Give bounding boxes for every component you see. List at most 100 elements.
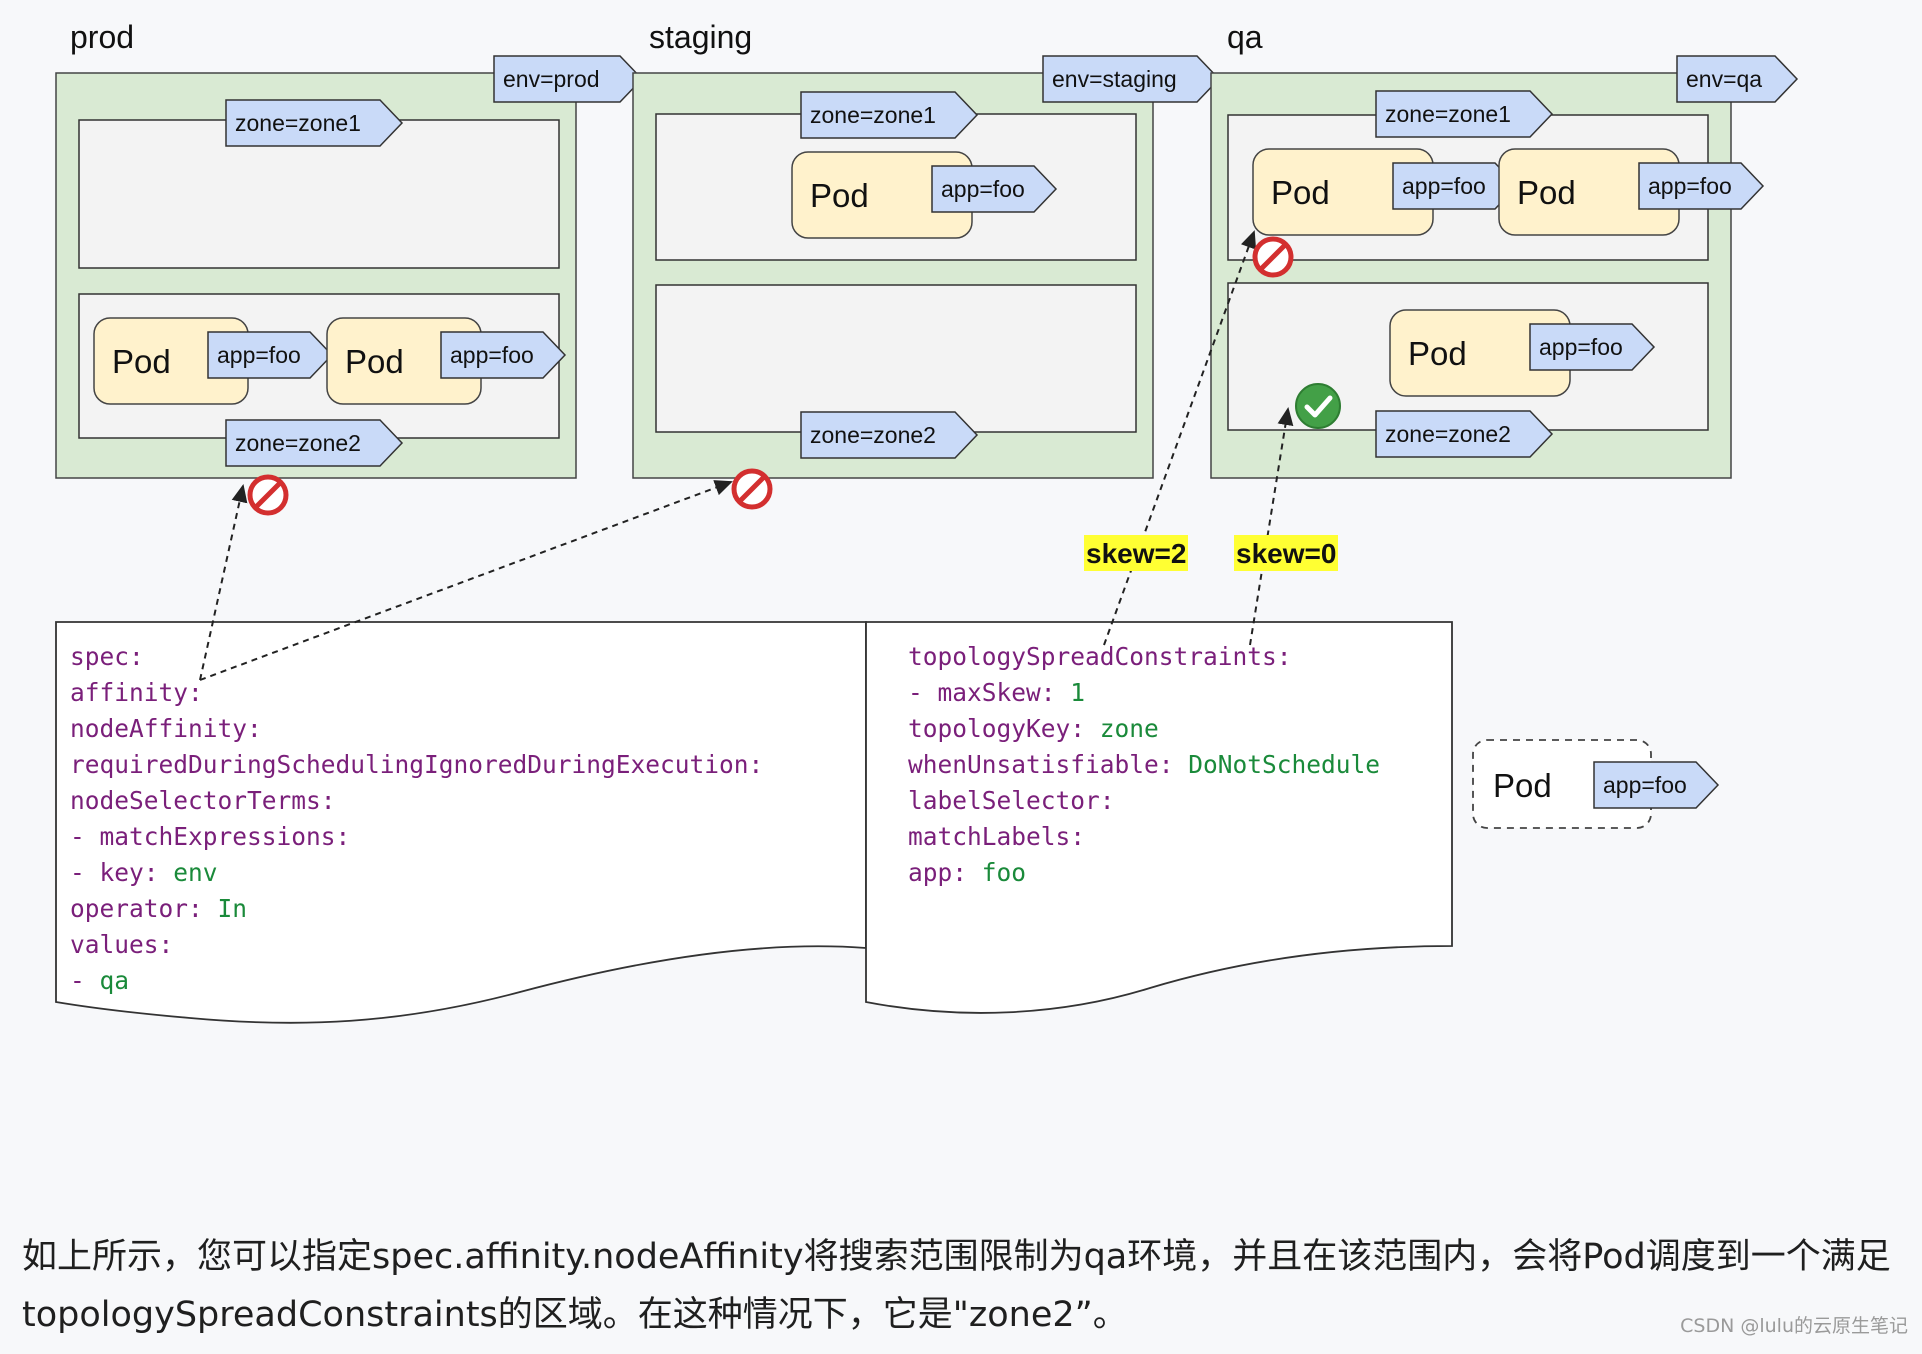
skew-highlight bbox=[1084, 535, 1188, 571]
pod-qa-1-2: Pod app=foo bbox=[1498, 148, 1765, 236]
yaml-key: - maxSkew: bbox=[908, 678, 1070, 707]
pod-qa-1-2-label-text: app=foo bbox=[1648, 173, 1732, 199]
yaml-value: qa bbox=[100, 966, 130, 995]
blocked-slash bbox=[254, 481, 282, 509]
pod-prod-2-1-label-shape bbox=[207, 331, 334, 379]
pod-staging-1-1-label-text: app=foo bbox=[941, 176, 1025, 202]
arrow-to-qa-zone1 bbox=[1103, 230, 1257, 646]
zone-tag-staging-1-text: zone=zone1 bbox=[810, 102, 936, 128]
env-tag-staging-text: env=staging bbox=[1052, 66, 1177, 92]
spread-yaml-doc-line: topologyKey: zone bbox=[908, 714, 1159, 743]
affinity-yaml-doc-line: - key: env bbox=[70, 858, 218, 887]
zone-box-staging-2 bbox=[655, 284, 1137, 433]
skew-highlight bbox=[1234, 535, 1338, 571]
zone-tag-prod-2: zone=zone2 bbox=[225, 419, 404, 467]
blocked-slash bbox=[1259, 243, 1287, 271]
check-icon bbox=[1295, 383, 1341, 429]
yaml-key: requiredDuringSchedulingIgnoredDuringExe… bbox=[70, 750, 763, 779]
env-title-prod: prod bbox=[70, 19, 134, 55]
skew-label: skew=0 bbox=[1234, 535, 1338, 571]
zone-tag-prod-1-text: zone=zone1 bbox=[235, 110, 361, 136]
affinity-yaml-doc-line: nodeAffinity: bbox=[70, 714, 262, 743]
pod-staging-1-1-text: Pod bbox=[810, 177, 869, 214]
affinity-yaml-doc-line: spec: bbox=[70, 642, 144, 671]
env-tag-prod-text: env=prod bbox=[503, 66, 600, 92]
incoming-pod: Pod app=foo bbox=[1472, 739, 1720, 829]
zone-tag-staging-1-shape bbox=[800, 91, 979, 139]
yaml-key: nodeSelectorTerms: bbox=[70, 786, 336, 815]
affinity-yaml-doc-line: - qa bbox=[70, 966, 129, 995]
pod-prod-2-2-label-shape bbox=[440, 331, 567, 379]
yaml-key: nodeAffinity: bbox=[70, 714, 262, 743]
env-title-qa: qa bbox=[1227, 19, 1263, 55]
yaml-key: - bbox=[70, 966, 100, 995]
env-tag-qa-shape bbox=[1676, 55, 1799, 103]
zone-tag-qa-2-shape bbox=[1375, 410, 1554, 458]
zone-tag-staging-2-shape bbox=[800, 411, 979, 459]
pod-qa-2-1-text: Pod bbox=[1408, 335, 1467, 372]
pod-prod-2-2-text: Pod bbox=[345, 343, 404, 380]
pod-prod-2-1-label-text: app=foo bbox=[217, 342, 301, 368]
yaml-key: topologyKey: bbox=[908, 714, 1100, 743]
env-tag-qa-text: env=qa bbox=[1686, 66, 1762, 92]
pod-qa-1-1-label-text: app=foo bbox=[1402, 173, 1486, 199]
yaml-value: zone bbox=[1100, 714, 1159, 743]
incoming-pod-label-text: app=foo bbox=[1603, 772, 1687, 798]
pod-qa-2-1-label: app=foo bbox=[1529, 323, 1656, 371]
pod-qa-2-1: Pod app=foo bbox=[1389, 309, 1656, 397]
pod-prod-2-2-label: app=foo bbox=[440, 331, 567, 379]
env-title-staging: staging bbox=[649, 19, 752, 55]
yaml-key: - key: bbox=[70, 858, 173, 887]
spread-yaml-doc-line: labelSelector: bbox=[908, 786, 1115, 815]
affinity-yaml-doc-line: requiredDuringSchedulingIgnoredDuringExe… bbox=[70, 750, 763, 779]
affinity-yaml-doc-line: operator: In bbox=[70, 894, 247, 923]
yaml-key: - matchExpressions: bbox=[70, 822, 350, 851]
pod-prod-2-1-label: app=foo bbox=[207, 331, 334, 379]
affinity-yaml-doc: spec: affinity: nodeAffinity: requiredDu… bbox=[55, 621, 867, 1024]
pod-staging-1-1: Pod app=foo bbox=[791, 151, 1058, 239]
arrow-to-prod bbox=[199, 484, 248, 681]
arrow-to-qa-zone2 bbox=[1249, 407, 1294, 646]
watermark: CSDN @lulu的云原生笔记 bbox=[1680, 1315, 1908, 1337]
spread-yaml-doc-shape bbox=[865, 621, 1453, 1014]
env-tag-qa: env=qa bbox=[1676, 55, 1799, 103]
zone-tag-staging-2-text: zone=zone2 bbox=[810, 422, 936, 448]
spread-yaml-doc-line: - maxSkew: 1 bbox=[908, 678, 1085, 707]
yaml-value: env bbox=[173, 858, 217, 887]
yaml-key: labelSelector: bbox=[908, 786, 1115, 815]
spread-yaml-doc-line: topologySpreadConstraints: bbox=[908, 642, 1292, 671]
incoming-pod-text: Pod bbox=[1493, 767, 1552, 804]
spread-yaml-doc: topologySpreadConstraints: - maxSkew: 1 t… bbox=[865, 621, 1453, 1014]
zone-tag-prod-2-shape bbox=[225, 419, 404, 467]
zone-tag-qa-2-text: zone=zone2 bbox=[1385, 421, 1511, 447]
spread-yaml-doc-line: app: foo bbox=[908, 858, 1026, 887]
pod-staging-1-1-label-shape bbox=[931, 165, 1058, 213]
blocked-icon bbox=[731, 468, 773, 510]
affinity-yaml-doc-shape bbox=[55, 621, 867, 1024]
pod-qa-2-1-label-text: app=foo bbox=[1539, 334, 1623, 360]
affinity-yaml-doc-line: affinity: bbox=[70, 678, 203, 707]
affinity-yaml-doc-line: - matchExpressions: bbox=[70, 822, 350, 851]
env-tag-staging-shape bbox=[1042, 55, 1221, 103]
pod-qa-1-1-label: app=foo bbox=[1392, 162, 1519, 210]
yaml-key: operator: bbox=[70, 894, 218, 923]
pod-qa-1-2-text: Pod bbox=[1517, 174, 1576, 211]
yaml-value: In bbox=[218, 894, 248, 923]
yaml-key: affinity: bbox=[70, 678, 203, 707]
yaml-key: matchLabels: bbox=[908, 822, 1085, 851]
spread-yaml-doc-line: matchLabels: bbox=[908, 822, 1085, 851]
yaml-value: 1 bbox=[1070, 678, 1085, 707]
zone-tag-qa-2: zone=zone2 bbox=[1375, 410, 1554, 458]
skew-label: skew=2 bbox=[1084, 535, 1188, 571]
skew-text: skew=0 bbox=[1236, 538, 1336, 569]
affinity-yaml-doc-line: nodeSelectorTerms: bbox=[70, 786, 336, 815]
yaml-value: DoNotSchedule bbox=[1188, 750, 1380, 779]
pod-prod-2-2: Pod app=foo bbox=[326, 317, 567, 405]
